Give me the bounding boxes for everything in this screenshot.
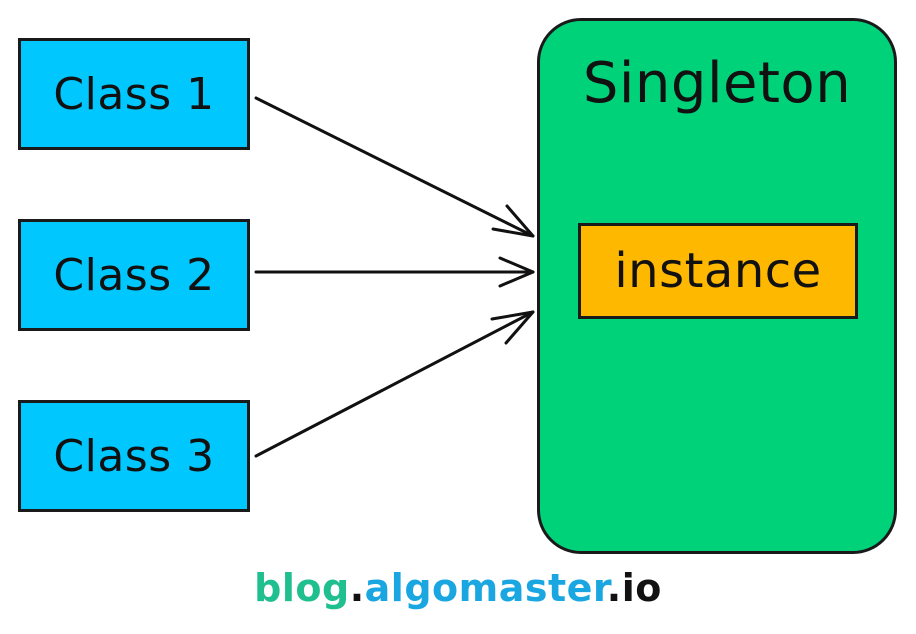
instance-label: instance	[614, 243, 822, 299]
class-2-box: Class 2	[18, 219, 250, 331]
class-3-box: Class 3	[18, 400, 250, 512]
singleton-box: Singleton instance	[537, 18, 897, 554]
watermark-algomaster: algomaster	[364, 566, 607, 610]
class-1-label: Class 1	[53, 68, 215, 120]
arrow-class-2-to-singleton	[254, 256, 535, 288]
arrow-class-1-to-singleton	[254, 96, 535, 238]
watermark-io: io	[621, 566, 662, 610]
singleton-title: Singleton	[582, 51, 852, 116]
watermark-blog: blog	[254, 566, 350, 610]
arrow-class-3-to-singleton	[254, 310, 535, 458]
class-1-box: Class 1	[18, 38, 250, 150]
watermark: blog.algomaster.io	[0, 566, 916, 610]
watermark-dot-1: .	[349, 566, 365, 610]
class-3-label: Class 3	[53, 430, 215, 482]
instance-box: instance	[578, 223, 858, 319]
watermark-dot-2: .	[606, 566, 622, 610]
class-2-label: Class 2	[53, 249, 215, 301]
